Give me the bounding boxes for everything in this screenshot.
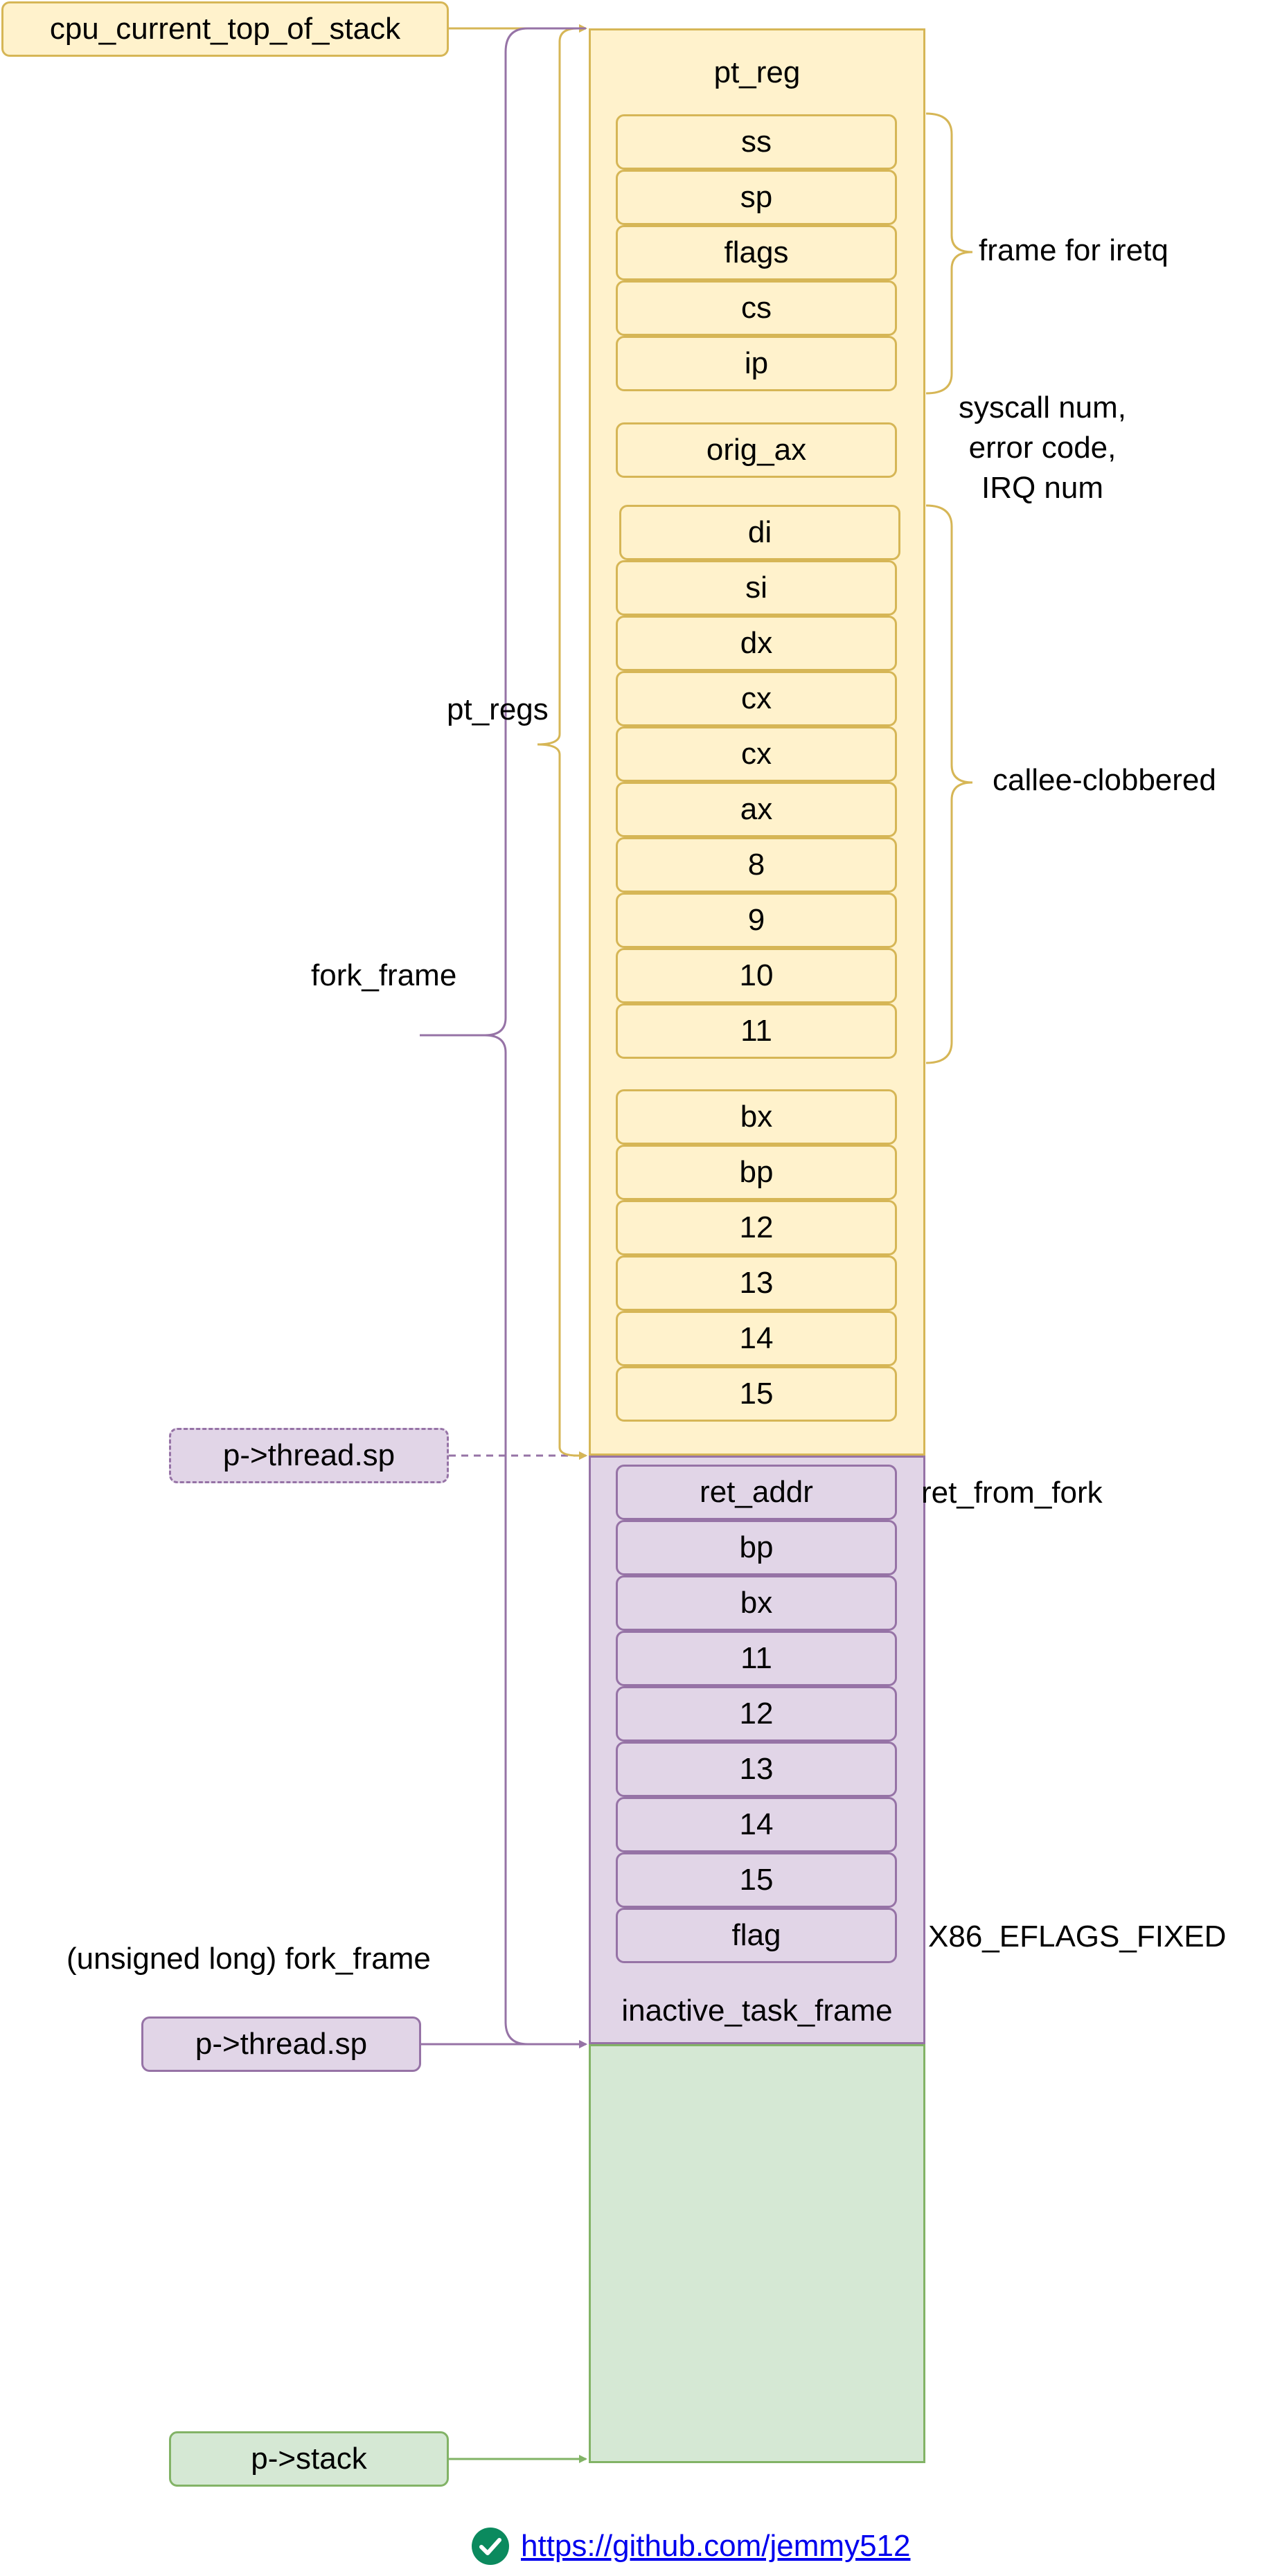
syscall-line-1: syscall num, xyxy=(958,391,1127,424)
frame-cell: 12 xyxy=(616,1686,897,1742)
github-link[interactable]: https://github.com/jemmy512 xyxy=(521,2529,911,2563)
reg-cell: dx xyxy=(616,616,897,671)
pt-regs-brace xyxy=(537,27,586,1457)
frame-cell: ret_addr xyxy=(616,1465,897,1520)
pt-reg-title: pt_reg xyxy=(713,55,801,89)
thread-sp-pointer: p->thread.sp xyxy=(141,2016,421,2072)
reg-cell: cx xyxy=(616,726,897,782)
frame-cell: bx xyxy=(616,1575,897,1631)
reg-cell: 8 xyxy=(616,837,897,893)
reg-cell: di xyxy=(619,505,900,560)
reg-cell: sp xyxy=(616,170,897,225)
frame-cell: 11 xyxy=(616,1631,897,1686)
stack-pointer: p->stack xyxy=(169,2431,449,2487)
ret-from-fork-annotation: ret_from_fork xyxy=(921,1476,1103,1510)
frame-cell: 15 xyxy=(616,1852,897,1908)
frame-cell: bp xyxy=(616,1520,897,1575)
reg-cell: 13 xyxy=(616,1255,897,1311)
reg-cell: ss xyxy=(616,114,897,170)
syscall-line-3: IRQ num xyxy=(981,471,1104,506)
iretq-annotation: frame for iretq xyxy=(979,233,1168,267)
callee-clobbered-annotation: callee-clobbered xyxy=(993,763,1216,797)
reg-cell: 12 xyxy=(616,1200,897,1255)
eflags-annotation: X86_EFLAGS_FIXED xyxy=(928,1920,1227,1953)
reg-cell: bx xyxy=(616,1089,897,1145)
reg-cell: 14 xyxy=(616,1311,897,1366)
fork-frame-annotation: fork_frame xyxy=(311,958,457,992)
reg-cell: 15 xyxy=(616,1366,897,1422)
frame-cell: 13 xyxy=(616,1742,897,1797)
callee-brace xyxy=(925,504,973,1064)
frame-cell: 14 xyxy=(616,1797,897,1852)
reg-cell-orig-ax: orig_ax xyxy=(616,422,897,478)
frame-cell: flag xyxy=(616,1908,897,1963)
reg-cell: flags xyxy=(616,225,897,280)
footer: https://github.com/jemmy512 xyxy=(471,2524,910,2568)
syscall-annotation: syscall num, error code, IRQ num xyxy=(942,388,1143,508)
iretq-brace xyxy=(925,112,973,395)
stack-free-region xyxy=(589,2044,925,2463)
reg-cell: cx xyxy=(616,671,897,726)
inactive-task-frame-title: inactive_task_frame xyxy=(621,1994,893,2028)
reg-cell: si xyxy=(616,560,897,616)
reg-cell: 9 xyxy=(616,893,897,948)
thread-sp-dashed-pointer: p->thread.sp xyxy=(169,1428,449,1483)
fork-frame-brace xyxy=(420,27,586,2046)
pt-regs-annotation: pt_regs xyxy=(447,692,549,726)
reg-cell: 11 xyxy=(616,1003,897,1059)
reg-cell: bp xyxy=(616,1145,897,1200)
reg-cell: ip xyxy=(616,336,897,391)
check-circle-icon xyxy=(472,2528,509,2565)
reg-cell: ax xyxy=(616,782,897,837)
reg-cell: 10 xyxy=(616,948,897,1003)
reg-cell: cs xyxy=(616,280,897,336)
cpu-top-of-stack-pointer: cpu_current_top_of_stack xyxy=(1,1,449,57)
syscall-line-2: error code, xyxy=(968,431,1117,465)
cast-note-label: (unsigned long) fork_frame xyxy=(66,1942,431,1976)
